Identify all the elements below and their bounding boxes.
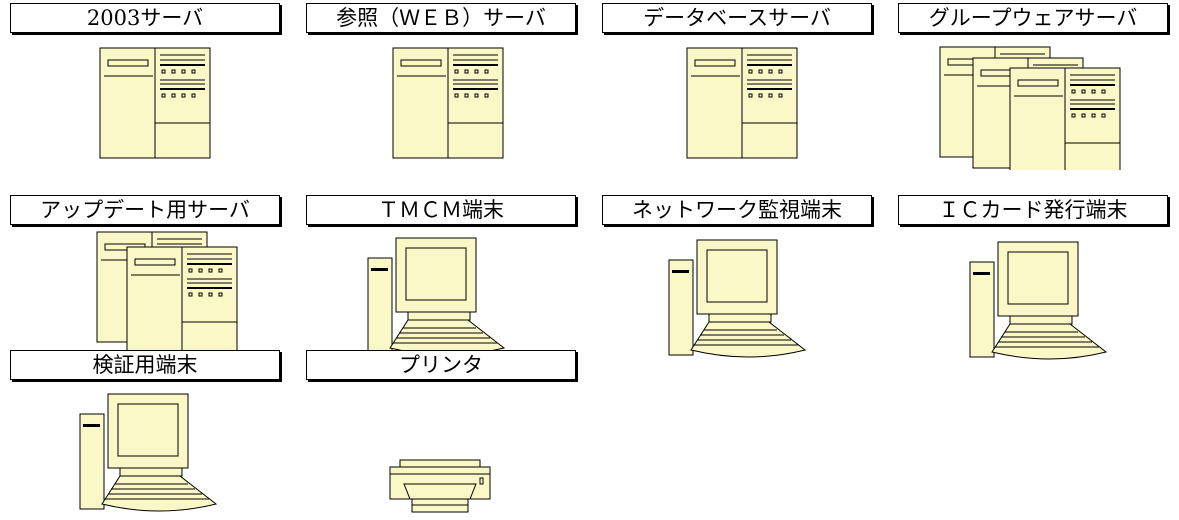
node-label: アップデート用サーバ: [10, 195, 280, 225]
node-database-server: データベースサーバ: [599, 0, 879, 170]
node-groupware-server: グループウェアサーバ: [895, 0, 1175, 170]
server-stack-icon: [939, 46, 1121, 170]
node-network-monitor-terminal: ネットワーク監視端末: [599, 192, 879, 362]
node-label: ネットワーク監視端末: [602, 195, 872, 225]
server-icon: [99, 47, 211, 159]
node-label: ＩＣカード発行端末: [898, 195, 1168, 225]
pc-terminal-icon: [969, 241, 1107, 360]
server-pair-icon: [96, 231, 238, 358]
node-label: 検証用端末: [10, 350, 280, 380]
server-icon: [686, 47, 798, 159]
server-icon: [392, 47, 504, 159]
node-label: 参照（ＷＥＢ）サーバ: [306, 3, 576, 33]
node-label: 2003サーバ: [10, 3, 280, 33]
node-tmcm-terminal: ＴＭＣＭ端末: [303, 192, 583, 362]
pc-terminal-icon: [79, 393, 217, 512]
node-label: ＴＭＣＭ端末: [306, 195, 576, 225]
node-label: プリンタ: [306, 350, 576, 380]
node-label: データベースサーバ: [602, 3, 872, 33]
node-label: グループウェアサーバ: [898, 3, 1168, 33]
node-2003-server: 2003サーバ: [7, 0, 287, 170]
node-update-server: アップデート用サーバ: [7, 192, 287, 362]
pc-terminal-icon: [367, 237, 505, 356]
node-ic-card-terminal: ＩＣカード発行端末: [895, 192, 1175, 362]
printer-icon: [389, 459, 491, 513]
node-printer: プリンタ: [303, 347, 583, 517]
node-web-server: 参照（ＷＥＢ）サーバ: [303, 0, 583, 170]
pc-terminal-icon: [668, 239, 806, 358]
node-verification-terminal: 検証用端末: [7, 347, 287, 517]
